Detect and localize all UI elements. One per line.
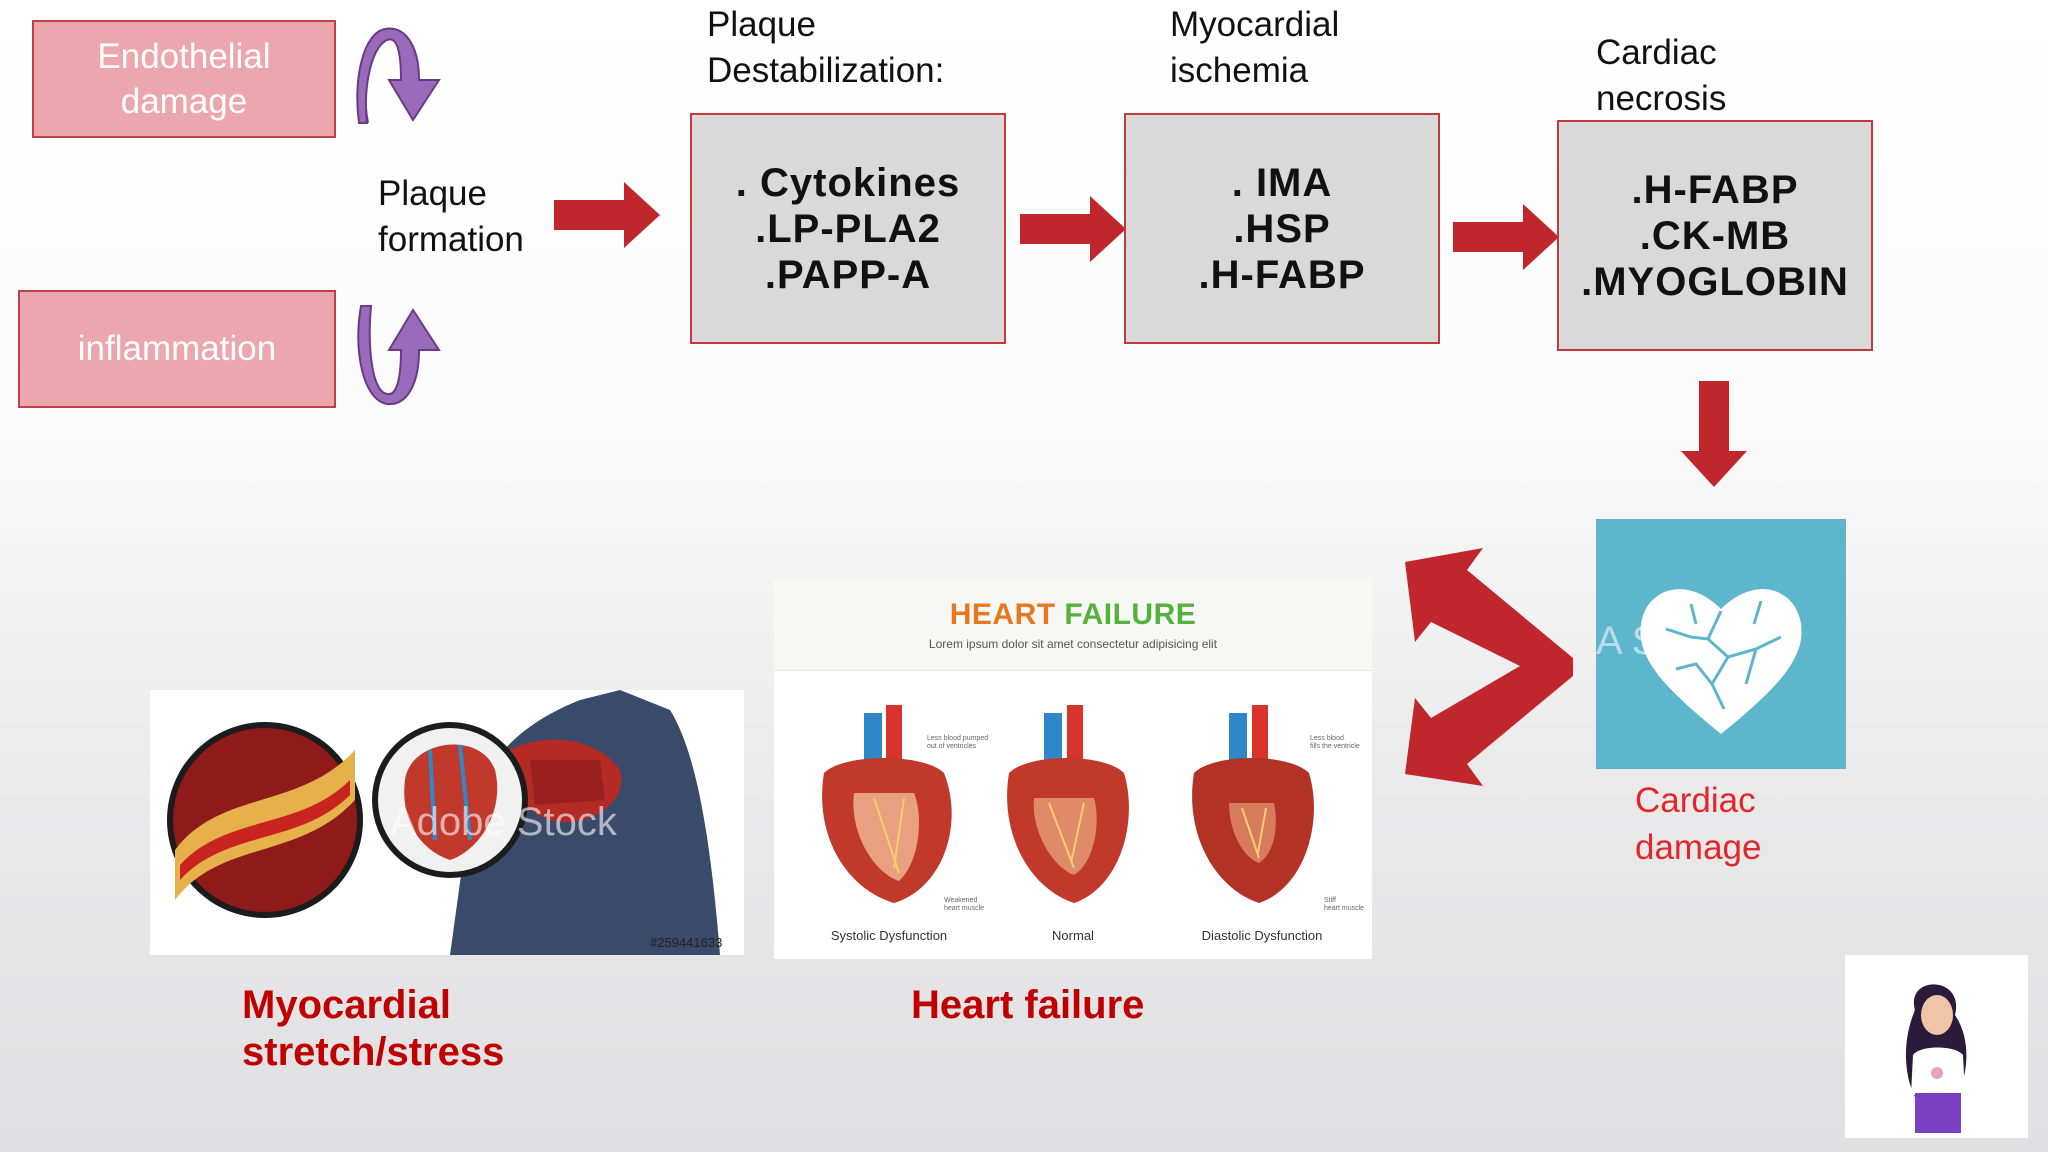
heart-normal-icon <box>1007 705 1129 903</box>
myocardial-stretch-text: Myocardial stretch/stress <box>242 983 505 1075</box>
necrosis-markers-box: .H-FABP .CK-MB .MYOGLOBIN <box>1557 120 1873 351</box>
note-text: Less blood fills the ventricle <box>1310 735 1360 750</box>
stock-watermark: A S <box>1596 619 1659 663</box>
caption-systolic: Systolic Dysfunction <box>830 928 948 943</box>
marker-item: . IMA <box>1231 160 1333 205</box>
heart-failure-infographic: HEART FAILURE Lorem ipsum dolor sit amet… <box>774 578 1372 959</box>
infographic-title: HEART FAILURE <box>774 598 1372 632</box>
inflammation-box: inflammation <box>18 290 336 408</box>
stage-heading-ischemia: Myocardial ischemia <box>1170 2 1339 94</box>
stage-heading-text: Myocardial ischemia <box>1170 5 1340 91</box>
stage-heading-text: Plaque Destabilization: <box>707 5 945 91</box>
plaque-formation-label: Plaque formation <box>378 171 524 263</box>
marker-item: .HSP <box>1233 206 1331 251</box>
heart-diastolic-icon <box>1192 705 1314 903</box>
broken-heart-icon <box>1640 589 1802 734</box>
myocardial-stress-image: Adobe Stock #259441633 <box>150 690 744 955</box>
heart-systolic-icon <box>822 705 952 903</box>
endothelial-damage-box: Endothelial damage <box>32 20 336 138</box>
chest-pain-illustration <box>167 690 720 955</box>
marker-item: . Cytokines <box>735 160 961 205</box>
broken-heart-image: A S <box>1596 519 1846 769</box>
angled-double-arrow-icon <box>1405 548 1573 786</box>
arrow-down-icon <box>1681 381 1747 487</box>
marker-item: .H-FABP <box>1198 252 1366 297</box>
stock-id: #259441633 <box>650 935 723 950</box>
infographic-title-a: HEART <box>949 598 1065 631</box>
inflammation-text: inflammation <box>77 329 277 369</box>
destabilization-markers-box: . Cytokines .LP-PLA2 .PAPP-A <box>690 113 1006 344</box>
arrow-right-icon <box>1453 204 1559 270</box>
curved-up-arrow-icon <box>357 305 441 406</box>
infographic-subtitle: Lorem ipsum dolor sit amet consectetur a… <box>928 637 1218 651</box>
caption-normal: Normal <box>1052 928 1094 943</box>
infographic-title-b: FAILURE <box>1064 598 1197 631</box>
stage-heading-text: Cardiac necrosis <box>1596 33 1727 119</box>
presenter-avatar <box>1845 955 2028 1138</box>
marker-item: .CK-MB <box>1639 213 1791 258</box>
heart-failure-label: Heart failure <box>911 983 1145 1027</box>
marker-item: .MYOGLOBIN <box>1581 259 1849 304</box>
marker-item: .PAPP-A <box>764 252 932 297</box>
curved-down-arrow-icon <box>356 27 441 124</box>
note-text: Stiff heart muscle <box>1324 897 1365 912</box>
stock-watermark: Adobe Stock <box>390 800 617 844</box>
myocardial-stretch-label: Myocardial stretch/stress <box>242 982 504 1076</box>
heart-illustrations <box>822 705 1314 903</box>
arrow-right-icon <box>554 182 660 248</box>
cardiac-damage-label: Cardiac damage <box>1635 778 1761 871</box>
note-text: Weakened heart muscle <box>944 897 985 912</box>
plaque-formation-text: Plaque formation <box>378 174 524 260</box>
marker-item: .H-FABP <box>1631 167 1799 212</box>
cardiac-damage-text: Cardiac damage <box>1635 781 1762 867</box>
infographic-header <box>774 578 1372 671</box>
arrow-right-icon <box>1020 196 1126 262</box>
stage-heading-necrosis: Cardiac necrosis <box>1596 30 1726 122</box>
note-text: Less blood pumped out of ventricles <box>927 735 989 750</box>
marker-item: .LP-PLA2 <box>755 206 941 251</box>
endothelial-damage-text: Endothelial damage <box>97 36 271 122</box>
stage-heading-destabilization: Plaque Destabilization: <box>707 2 944 94</box>
caption-diastolic: Diastolic Dysfunction <box>1201 928 1323 943</box>
presenter-avatar-icon <box>1905 984 1967 1133</box>
ischemia-markers-box: . IMA .HSP .H-FABP <box>1124 113 1440 344</box>
